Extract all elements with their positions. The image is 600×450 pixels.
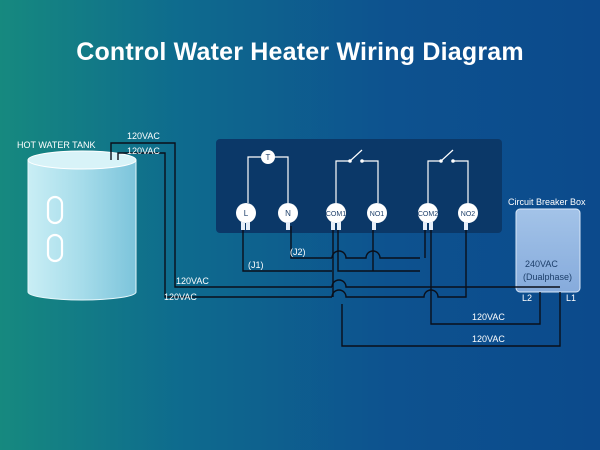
terminal-COM2 (418, 203, 438, 230)
breaker-voltage: 240VAC (525, 259, 558, 269)
wire-label-tank-top-1: 120VAC (127, 131, 160, 141)
breaker-box-title: Circuit Breaker Box (508, 197, 586, 207)
terminal-NO1-label: NO1 (370, 211, 385, 218)
tank-element-lower (46, 233, 64, 263)
tank-element-upper (46, 195, 64, 225)
breaker-phase: (Dualphase) (523, 272, 572, 282)
wire-label-bottom-2: 120VAC (472, 334, 505, 344)
terminal-L (236, 203, 256, 230)
breaker-l2-label: L2 (522, 293, 532, 303)
thermostat-symbol (261, 150, 275, 164)
terminal-NO2-label: NO2 (461, 211, 476, 218)
relay2-contact-right (451, 159, 455, 163)
external-wiring (110, 142, 561, 347)
circuit-breaker-box (515, 208, 581, 293)
jumper-J2-label: (J2) (290, 247, 306, 257)
wire-label-mid-1: 120VAC (176, 276, 209, 286)
terminal-NO2 (458, 203, 478, 230)
tank-label: HOT WATER TANK (17, 140, 96, 150)
terminal-N (278, 203, 298, 230)
breaker-l1-label: L1 (566, 293, 576, 303)
terminal-COM1 (326, 203, 346, 230)
terminal-COM2-label: COM2 (418, 211, 438, 218)
diagram-title: Control Water Heater Wiring Diagram (76, 38, 524, 66)
hot-water-tank (27, 150, 137, 301)
thermostat-label: T (266, 153, 271, 162)
relay1-contact-left (348, 159, 352, 163)
terminal-N-label: N (285, 209, 291, 218)
wire-label-bottom-1: 120VAC (472, 312, 505, 322)
jumper-J1-label: (J1) (248, 260, 264, 270)
relay1-contact-right (360, 159, 364, 163)
terminal-NO1 (367, 203, 387, 230)
wire-label-mid-2: 120VAC (164, 292, 197, 302)
terminal-COM1-label: COM1 (326, 211, 346, 218)
wire-label-tank-top-2: 120VAC (127, 146, 160, 156)
relay2-contact-left (439, 159, 443, 163)
terminal-L-label: L (244, 209, 249, 218)
